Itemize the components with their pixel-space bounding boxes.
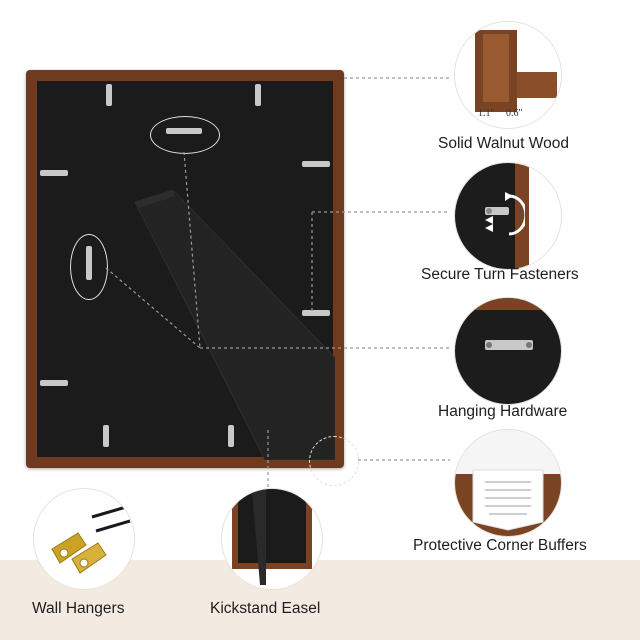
callout-oval-corner xyxy=(309,436,359,486)
turn-fastener-bottom-right xyxy=(228,425,234,447)
wall-hangers-detail xyxy=(34,489,134,589)
turn-fastener-left-upper xyxy=(40,170,68,176)
hanging-hardware-detail xyxy=(455,298,561,404)
corner-buffer-detail xyxy=(455,430,561,536)
kickstand-easel-detail xyxy=(222,489,322,589)
turn-fastener-top-left xyxy=(106,84,112,106)
feature-label-kickstand-easel: Kickstand Easel xyxy=(210,600,321,617)
callout-oval-top-hanger xyxy=(150,116,220,154)
wood-width-dimension: 0.6" xyxy=(506,108,523,119)
walnut-wood-detail xyxy=(455,22,561,128)
feature-label-corner-buffers: Protective Corner Buffers xyxy=(413,537,587,554)
turn-fastener-bottom-left xyxy=(103,425,109,447)
feature-label-walnut-wood: Solid Walnut Wood xyxy=(438,135,569,152)
feature-label-wall-hangers: Wall Hangers xyxy=(32,600,125,617)
turn-fastener-right-upper xyxy=(302,161,330,167)
feature-label-hanging-hardware: Hanging Hardware xyxy=(438,403,568,420)
turn-fastener-top-right xyxy=(255,84,261,106)
kickstand-easel-panel xyxy=(135,190,335,460)
wood-depth-dimension: 1.1" xyxy=(478,108,495,119)
turn-fastener-left-lower xyxy=(40,380,68,386)
turn-arrow-icon xyxy=(485,190,528,240)
callout-oval-side-hanger xyxy=(70,234,108,300)
turn-fasteners-detail xyxy=(455,163,561,269)
feature-label-turn-fasteners: Secure Turn Fasteners xyxy=(421,266,579,283)
turn-fastener-right-lower xyxy=(302,310,330,316)
